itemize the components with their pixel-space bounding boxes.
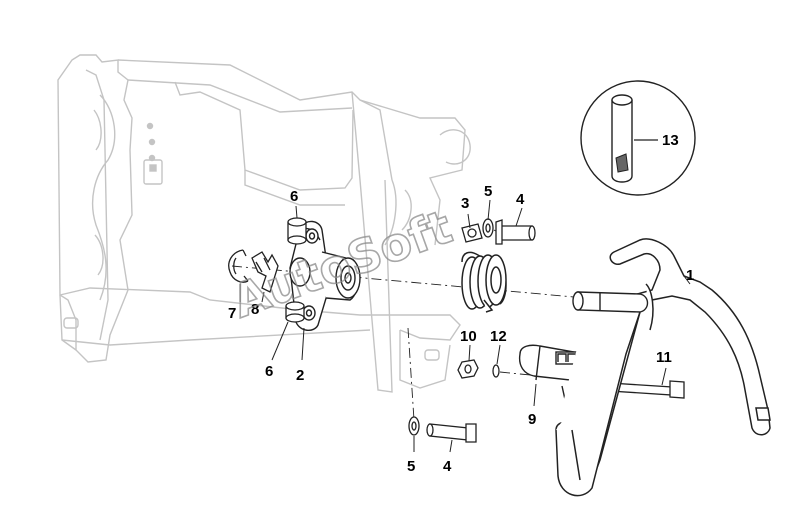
leader-lines	[239, 199, 691, 453]
callout-7: 7	[228, 305, 236, 322]
callout-3: 3	[461, 195, 469, 212]
nut-part-3	[461, 223, 483, 243]
callout-10: 10	[460, 328, 477, 345]
washer-part-5-lower	[408, 416, 420, 436]
callout-8: 8	[251, 301, 259, 318]
circlip-part-7	[228, 249, 249, 283]
callout-5-lower: 5	[407, 458, 415, 475]
callout-1: 1	[686, 267, 694, 284]
clip-part-8	[251, 251, 279, 293]
bolt-part-4-upper	[495, 219, 536, 245]
callout-5-upper: 5	[484, 183, 492, 200]
callout-2: 2	[296, 367, 304, 384]
callout-6-upper: 6	[290, 188, 298, 205]
stud-part-6-lower	[285, 301, 305, 323]
washer-part-12	[492, 364, 500, 378]
nut-part-10	[457, 359, 479, 379]
stud-part-6-upper	[287, 217, 307, 245]
callout-13: 13	[662, 132, 679, 149]
callout-4-lower: 4	[443, 458, 452, 475]
callout-labels: 1 2 3 4 4 5 5 6 6 7 8 9 10 11 12 13	[228, 132, 694, 475]
inset-detail-part-13	[580, 80, 696, 196]
pivot-shaft	[572, 291, 649, 313]
torsion-spring	[461, 251, 507, 313]
bolt-part-4-lower	[426, 423, 477, 443]
washer-part-5-upper	[482, 218, 494, 238]
watermark: AutoSoft	[225, 199, 458, 328]
callout-9: 9	[528, 411, 536, 428]
frame-outline	[57, 54, 471, 393]
callout-11: 11	[656, 349, 672, 366]
pedal-arm-part-1	[555, 238, 771, 497]
callout-6-lower: 6	[265, 363, 273, 380]
callout-12: 12	[490, 328, 507, 345]
callout-4-upper: 4	[516, 191, 525, 208]
